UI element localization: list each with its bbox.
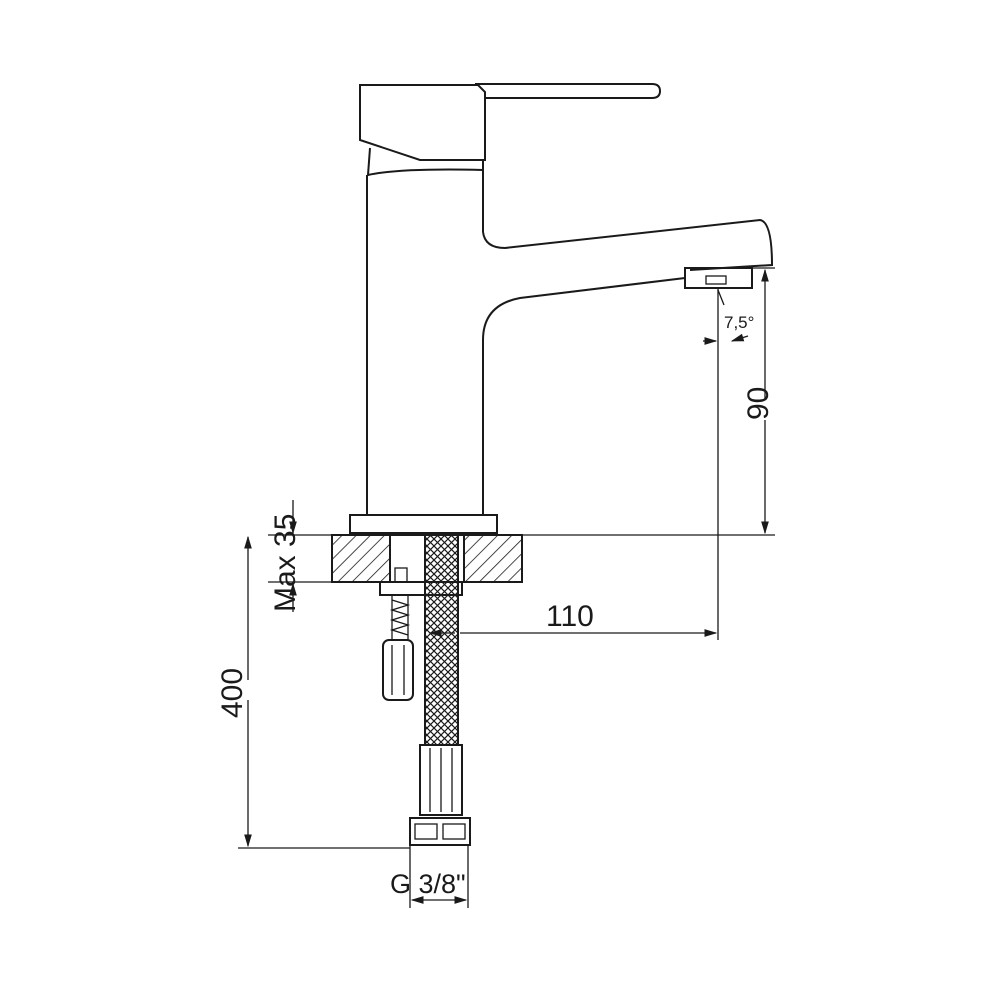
dimension-spout-angle: 7,5° xyxy=(703,288,754,640)
lever-handle xyxy=(359,83,662,177)
dimension-max-countertop: Max 35 xyxy=(268,500,332,612)
dim-90-label: 90 xyxy=(742,387,775,420)
dimension-connection: G 3/8" xyxy=(390,845,469,908)
dimension-spout-reach: 110 xyxy=(428,600,718,637)
mounting-stud xyxy=(379,567,463,701)
flexible-hose xyxy=(409,534,471,846)
dim-110-label: 110 xyxy=(546,600,594,633)
angle-label: 7,5° xyxy=(724,313,754,332)
g38-label: G 3/8" xyxy=(390,869,466,899)
dimension-hose-length: 400 xyxy=(216,535,410,849)
faucet-body xyxy=(366,160,774,515)
hose-nut xyxy=(409,817,471,846)
base-flange xyxy=(349,514,498,534)
dim-400-label: 400 xyxy=(216,668,249,718)
dimension-spout-height: 90 xyxy=(522,267,775,536)
max-35-label: Max 35 xyxy=(269,514,302,612)
aerator xyxy=(684,267,753,289)
